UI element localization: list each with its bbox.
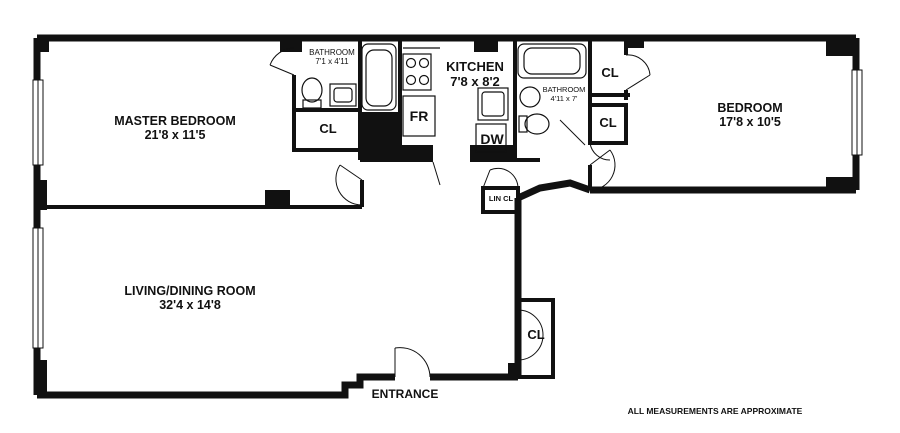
- kitchen-label: KITCHEN 7'8 x 8'2: [440, 59, 510, 90]
- exterior-walls: [33, 34, 860, 399]
- master-closet-label: CL: [319, 121, 337, 136]
- living-dining-name: LIVING/DINING ROOM: [124, 284, 256, 298]
- living-dining-label: LIVING/DINING ROOM 32'4 x 14'8: [110, 284, 270, 313]
- kitchen-name: KITCHEN: [446, 59, 504, 74]
- bathroom-1-dims: 7'1 x 4'11: [315, 57, 349, 67]
- approximate-note: ALL MEASUREMENTS ARE APPROXIMATE: [627, 406, 803, 416]
- bedroom-dims: 17'8 x 10'5: [719, 115, 781, 130]
- bedroom-label: BEDROOM 17'8 x 10'5: [700, 101, 800, 130]
- windows: [32, 69, 863, 349]
- door-swings: [269, 47, 651, 378]
- entrance-label: ENTRANCE: [371, 387, 439, 401]
- wall-blocks: [37, 38, 856, 395]
- master-bedroom-name: MASTER BEDROOM: [114, 114, 236, 128]
- fridge-label: FR: [409, 108, 429, 124]
- interior-walls: [37, 38, 630, 379]
- dishwasher-label: DW: [480, 131, 504, 147]
- linen-closet-label: LIN CL: [488, 194, 514, 203]
- bathroom-1-name: BATHROOM: [309, 48, 355, 57]
- bedroom-closet-top-label: CL: [601, 65, 619, 80]
- living-dining-dims: 32'4 x 14'8: [159, 298, 221, 313]
- bathroom-2-label: BATHROOM 4'11 x 7': [536, 85, 592, 103]
- master-bedroom-label: MASTER BEDROOM 21'8 x 11'5: [100, 114, 250, 143]
- bathroom-2-dims: 4'11 x 7': [550, 93, 578, 103]
- kitchen-dims: 7'8 x 8'2: [450, 73, 500, 89]
- bathroom-1-label: BATHROOM 7'1 x 4'11: [302, 48, 362, 66]
- bathroom-2-name: BATHROOM: [542, 85, 586, 94]
- kitchen-fixtures: [402, 47, 509, 153]
- entry-closet-label: CL: [527, 327, 545, 342]
- bathroom1-fixtures: [301, 43, 397, 111]
- bedroom-name: BEDROOM: [717, 101, 783, 115]
- bedroom-closet-bottom-label: CL: [599, 115, 617, 130]
- master-bedroom-dims: 21'8 x 11'5: [144, 128, 206, 143]
- bathroom2-fixtures: [517, 43, 587, 135]
